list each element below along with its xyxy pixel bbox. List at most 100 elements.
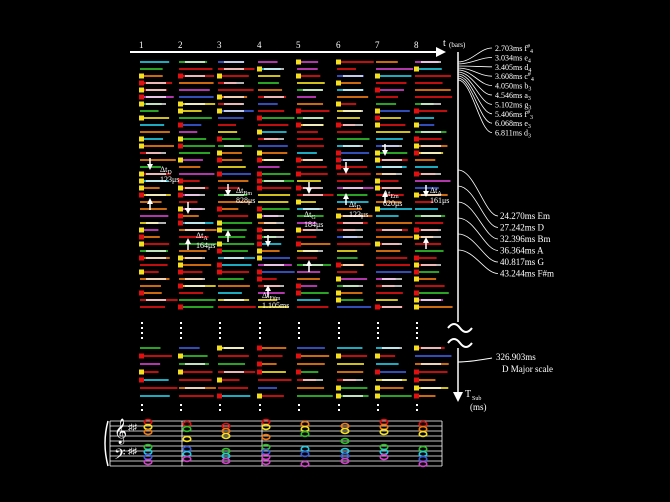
spectral-line [337,257,358,259]
spectral-line [415,395,436,397]
chord-note [300,445,310,453]
onset-marker [257,171,262,177]
onset-marker [139,115,144,121]
spectral-line [297,201,316,203]
chord-label: 32.396ms Bm [500,234,551,244]
period-label: 4.546ms a3 [495,91,531,102]
spectral-line-white [264,264,284,266]
spectral-line [179,131,198,133]
spectral-line [415,278,437,280]
top-axis-label: t [443,38,446,49]
spectral-line [297,236,317,238]
spectral-line-white [224,194,244,196]
spectral-line-white [421,363,441,365]
spectral-line [337,201,369,203]
up-arrow-icon [225,230,231,236]
spectral-line-white [303,379,323,381]
spectral-line [258,379,292,381]
spectral-line [258,166,280,168]
chord-note [182,425,192,433]
spectral-line-white [421,229,441,231]
chord-note [182,455,192,463]
spectral-line [179,299,216,301]
down-arrow-icon [423,191,429,197]
onset-marker [296,199,301,205]
spectral-line [337,278,368,280]
spectral-line [258,117,295,119]
spectral-line [376,208,413,210]
spectral-line [297,68,318,70]
spectral-line [258,173,291,175]
spectral-line [258,208,290,210]
spectral-line [376,215,399,217]
delta-label: ΔtD [349,200,361,211]
onset-marker [217,393,222,399]
spectral-line-white [264,222,284,224]
spectral-line-white [382,229,402,231]
spectral-line [415,68,442,70]
spectral-line [376,257,408,259]
chord-note [379,453,389,461]
spectral-line [297,82,325,84]
chord-note [418,455,428,463]
spectral-line [415,75,451,77]
bass-clef-icon: 𝄢 [114,446,126,466]
onset-marker [414,192,419,198]
spectral-line-white [185,194,205,196]
spectral-line [337,166,368,168]
onset-marker [257,129,262,135]
onset-marker [336,80,341,86]
chord-label: 27.242ms D [500,223,545,233]
spectral-line [140,292,162,294]
period-label: 3.608ms c#4 [495,72,534,83]
spectral-line [297,166,327,168]
music-staff: 𝄞𝄢♯♯♯♯ [104,418,443,468]
spectral-line-white [421,387,441,389]
bottom-axis-label-sub: Sub [472,396,481,402]
spectral-line-white [303,187,323,189]
spectral-line-white [343,89,363,91]
spectral-line-white [146,82,166,84]
spectral-line [218,124,237,126]
onset-marker [296,369,301,375]
onset-marker [257,345,262,351]
spectral-line [376,395,412,397]
spectral-line [376,152,408,154]
spectral-line-white [343,75,363,77]
period-label: 5.102ms g3 [495,100,531,111]
spectral-line [337,180,363,182]
spectral-line-white [343,395,363,397]
delta-value: 184μs [304,220,323,229]
delta-value: 161μs [430,196,449,205]
spectral-line [140,236,160,238]
spectral-line [337,173,371,175]
spectral-line [140,229,159,231]
spectral-line [297,103,324,105]
spectral-line [376,222,413,224]
spectral-line [337,299,364,301]
spectral-line [140,363,161,365]
onset-marker [257,361,262,367]
delta-annotations: ΔtD123μsΔtA164μsΔtBm828μsΔtF#m1.105msΔtG… [147,144,449,310]
delta-value: 620μs [383,199,402,208]
onset-marker [414,304,419,310]
onset-marker [139,234,144,240]
chord-note [143,448,153,456]
spectral-line [415,201,434,203]
chord-note [379,423,389,431]
spectral-line [415,82,443,84]
spectral-line [297,387,325,389]
spectral-line [337,347,363,349]
onset-marker [375,150,380,156]
spectral-line-white [343,229,363,231]
period-label: 6.068ms e3 [495,119,531,130]
onset-marker [296,59,301,65]
onset-marker [336,276,341,282]
bar-number: 2 [178,40,183,50]
onset-marker [139,192,144,198]
spectral-line-white [343,110,363,112]
down-arrow-icon [185,208,191,214]
spectral-line [140,215,169,217]
